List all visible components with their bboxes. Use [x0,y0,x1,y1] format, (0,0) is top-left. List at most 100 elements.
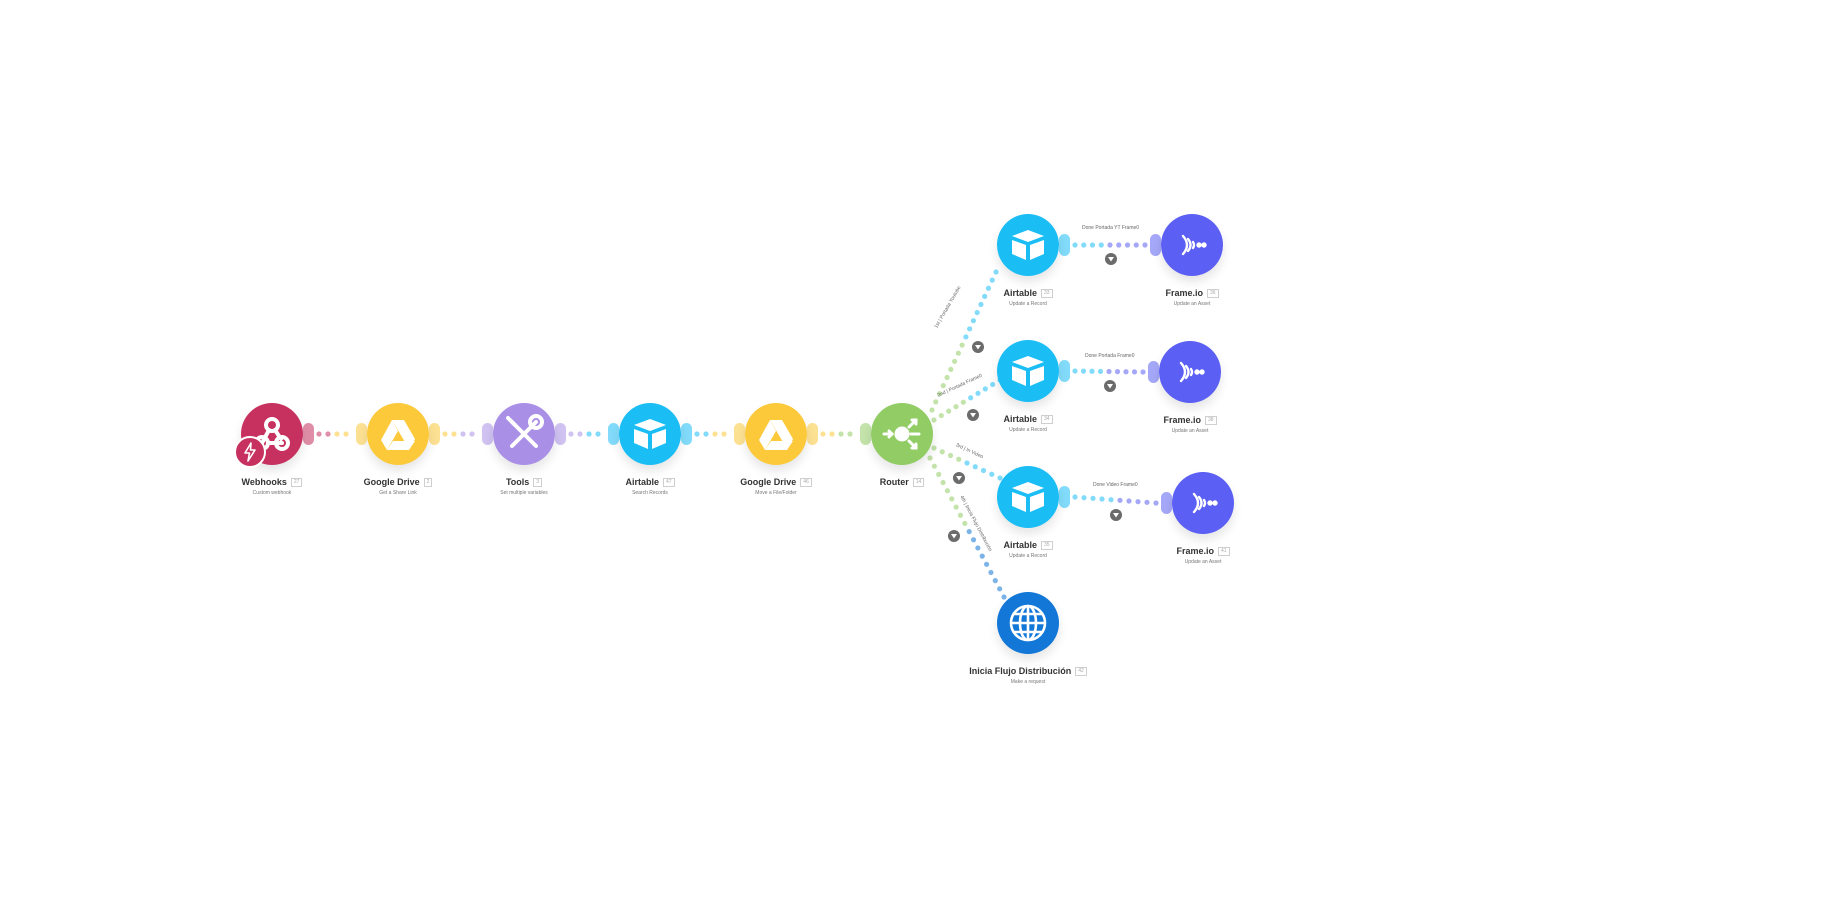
module-id: 35 [1040,541,1053,551]
output-connector[interactable] [1059,360,1070,382]
connection-dot [962,520,968,527]
connection-dot [980,467,987,474]
connection-dot [933,399,939,405]
connection-dot [988,569,994,576]
airtable-icon[interactable] [997,340,1059,402]
output-connector[interactable] [681,423,692,445]
connection-dot [938,412,944,419]
input-connector[interactable] [734,423,745,445]
connection-dot [1098,242,1104,248]
globe-icon[interactable] [997,592,1059,654]
output-connector[interactable] [807,423,818,445]
connection-dot [997,586,1003,592]
module-id: 27 [290,478,303,488]
connection-dot [964,460,970,466]
connection-dot [1108,497,1114,503]
google-drive-icon[interactable] [745,403,807,465]
output-connector[interactable] [1059,234,1070,256]
router-icon[interactable] [871,403,933,465]
input-connector[interactable] [356,423,367,445]
webhook-icon[interactable] [241,403,303,465]
output-connector[interactable] [429,423,440,445]
filter-label[interactable]: Done Portada Frame0 [1085,353,1135,359]
connection-dot [325,431,331,437]
module-subtitle: Update an Asset [1173,301,1211,307]
module-subtitle: Custom webhook [252,490,292,496]
airtable-icon[interactable] [619,403,681,465]
connection-dot [956,456,962,462]
connection-dot [979,553,985,559]
output-connector[interactable] [555,423,566,445]
airtable-icon[interactable] [997,466,1059,528]
instant-trigger-icon[interactable] [234,436,266,468]
connection-dot [1080,368,1087,374]
connection-dot [334,431,340,437]
connection-dot [577,431,583,437]
filter-funnel-icon[interactable] [1104,380,1116,392]
tools-icon[interactable] [493,403,555,465]
filter-funnel-icon[interactable] [967,409,979,421]
filter-funnel-icon[interactable] [948,530,960,542]
filter-funnel-icon[interactable] [1110,509,1122,521]
input-connector[interactable] [1161,492,1172,514]
frameio-icon[interactable] [1172,472,1234,534]
connection-dot [1117,497,1123,503]
airtable-icon[interactable] [997,214,1059,276]
input-connector[interactable] [608,423,619,445]
connection-dot [1133,242,1139,248]
connection-dot [929,407,935,413]
module-subtitle: Get a Share Link [379,490,417,496]
connection-dot [931,417,937,423]
connection-dot [1126,498,1132,504]
input-connector[interactable] [482,423,493,445]
frameio-icon[interactable] [1159,341,1221,403]
output-connector[interactable] [303,423,314,445]
module-subtitle: Move a File/Folder [755,490,797,496]
connection-dot [1089,242,1096,248]
connection-dot [927,455,933,461]
filter-funnel-icon[interactable] [953,472,965,484]
connection-dot [1072,242,1078,248]
connection-dot [1142,242,1148,248]
connection-dot [829,431,835,437]
input-connector[interactable] [1150,234,1161,256]
input-connector[interactable] [860,423,871,445]
module-id: 47 [662,478,675,488]
connection-dot [931,463,937,469]
google-drive-icon[interactable] [367,403,429,465]
module-id: 2 [423,478,433,488]
frameio-icon[interactable] [1161,214,1223,276]
connection-dot [1153,500,1159,506]
module-subtitle: Update a Record [1009,553,1047,559]
connection-dot [985,285,992,291]
filter-label[interactable]: Done Video Frame0 [1093,482,1138,488]
connection-dot [595,431,601,437]
output-connector[interactable] [1059,486,1070,508]
input-connector[interactable] [1148,361,1159,383]
module-subtitle: Search Records [632,490,668,496]
module-id: 41 [1217,547,1230,557]
connection-dot [959,342,965,348]
filter-funnel-icon[interactable] [972,341,984,353]
filter-label[interactable]: Done Portada YT Frame0 [1082,225,1140,231]
filter-funnel-icon[interactable] [1105,253,1117,265]
connection-dot [1140,369,1146,375]
